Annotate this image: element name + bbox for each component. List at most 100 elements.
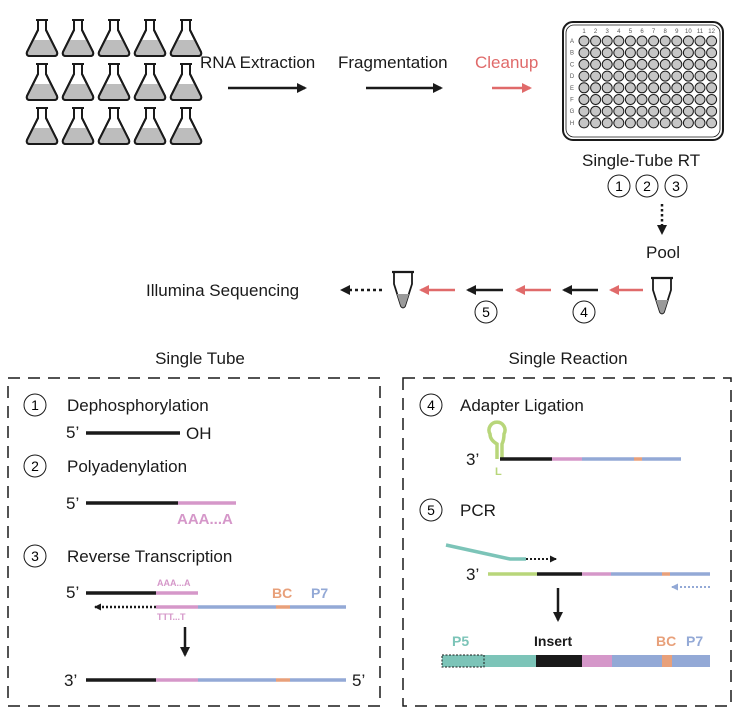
plate-well <box>590 35 602 47</box>
rt-step-numbers: 1 2 3 <box>607 174 688 198</box>
plate-well <box>694 105 706 117</box>
flask-icon <box>25 63 59 101</box>
plate-well <box>694 58 706 70</box>
step-2-number: 2 <box>31 458 39 474</box>
plate-row-label: C <box>570 62 575 68</box>
flask-icon <box>61 19 95 57</box>
plate-well <box>636 117 648 129</box>
plate-well <box>682 82 694 94</box>
plate-well <box>624 105 636 117</box>
plate-well <box>613 105 625 117</box>
polya-label: AAA...A <box>177 511 233 528</box>
step-3-number: 3 <box>31 548 39 564</box>
plate-well <box>590 82 602 94</box>
plate-well <box>671 58 683 70</box>
plate-well <box>590 58 602 70</box>
plate-well <box>636 70 648 82</box>
plate-well <box>624 47 636 59</box>
polyadenylation-label: Polyadenylation <box>67 457 187 476</box>
plate-column-label: 11 <box>697 29 704 35</box>
plate-well <box>636 82 648 94</box>
cleanup-label: Cleanup <box>475 53 538 72</box>
three-prime-label: 3’ <box>466 450 479 469</box>
plate-well <box>613 117 625 129</box>
five-prime-label: 5’ <box>66 494 79 513</box>
single-tube-title: Single Tube <box>155 349 245 368</box>
p7-label: P7 <box>311 585 328 601</box>
plate-well <box>590 94 602 105</box>
plate-row-label: D <box>570 74 575 80</box>
plate-well <box>613 58 625 70</box>
step-5-number: 5 <box>482 304 490 320</box>
plate-well <box>648 105 660 117</box>
plate-well <box>590 70 602 82</box>
final-library-construct <box>441 654 710 668</box>
plate-well <box>659 70 671 82</box>
plate-well <box>613 94 625 105</box>
plate-well <box>636 47 648 59</box>
pcr-label: PCR <box>460 501 496 520</box>
flask-icon <box>61 63 95 101</box>
plate-well <box>578 105 590 117</box>
rna-extraction-label: RNA Extraction <box>200 53 315 72</box>
plate-well <box>659 117 671 129</box>
plate-well <box>671 82 683 94</box>
plate-well <box>706 47 718 59</box>
plate-well <box>671 47 683 59</box>
plate-well <box>590 117 602 129</box>
flask-icon <box>97 107 131 145</box>
plate-well <box>601 70 613 82</box>
pool-label: Pool <box>646 243 680 262</box>
plate-well <box>648 47 660 59</box>
step-4-number: 4 <box>580 304 588 320</box>
bc-label: BC <box>656 633 676 649</box>
plate-well <box>682 70 694 82</box>
step-3-number: 3 <box>672 178 680 194</box>
plate-well <box>578 35 590 47</box>
p5-label: P5 <box>452 633 469 649</box>
plate-row-label: A <box>570 39 574 45</box>
plate-well <box>694 35 706 47</box>
plate-well <box>601 82 613 94</box>
plate-well <box>613 82 625 94</box>
l-label: L <box>495 466 502 478</box>
ligation-adapter-hairpin <box>487 420 507 459</box>
plate-well <box>578 47 590 59</box>
plate-well <box>659 94 671 105</box>
pool-tube-icon <box>649 276 675 315</box>
plate-well <box>636 105 648 117</box>
plate-well <box>671 117 683 129</box>
plate-well <box>601 47 613 59</box>
plate-well <box>659 35 671 47</box>
plate-well <box>682 94 694 105</box>
plate-well <box>578 94 590 105</box>
flask-icon <box>169 107 203 145</box>
plate-column-label: 1 <box>582 29 586 35</box>
plate-well <box>694 94 706 105</box>
plate-well <box>682 47 694 59</box>
flask-icon <box>133 19 167 57</box>
plate-well <box>659 82 671 94</box>
plate-well <box>671 35 683 47</box>
plate-well <box>659 47 671 59</box>
plate-well <box>601 117 613 129</box>
plate-row-label: B <box>570 51 574 57</box>
three-prime-label: 3’ <box>466 565 479 584</box>
flask-icon <box>25 107 59 145</box>
single-tube-panel <box>7 377 381 707</box>
plate-well <box>671 105 683 117</box>
plate-well <box>636 94 648 105</box>
plate-well <box>682 105 694 117</box>
dephosphorylation-label: Dephosphorylation <box>67 396 209 415</box>
fragmentation-label: Fragmentation <box>338 53 448 72</box>
culture-flasks <box>25 19 203 145</box>
plate-row-label: E <box>570 86 574 92</box>
plate-well <box>694 47 706 59</box>
p7-label: P7 <box>686 633 703 649</box>
plate-row-label: G <box>570 109 575 115</box>
plate-well <box>624 94 636 105</box>
plate-well <box>648 70 660 82</box>
plate-well <box>706 82 718 94</box>
single-reaction-title: Single Reaction <box>508 349 627 368</box>
